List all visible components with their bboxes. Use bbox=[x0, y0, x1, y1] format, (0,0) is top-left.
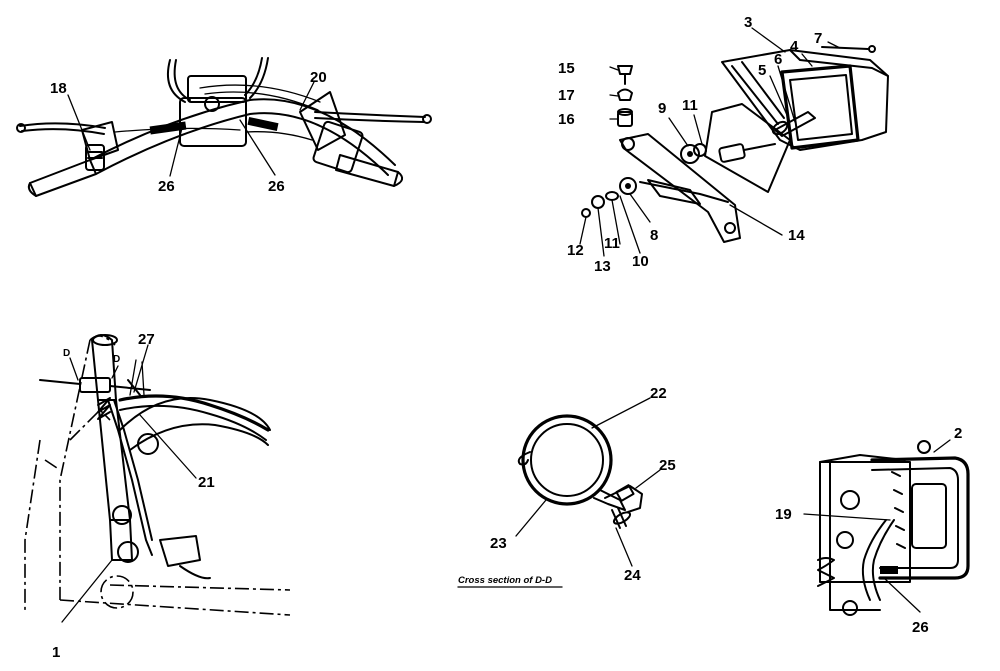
label-6: 6 bbox=[774, 51, 782, 68]
label-24: 24 bbox=[624, 567, 641, 584]
label-1: 1 bbox=[52, 644, 60, 661]
label-4: 4 bbox=[790, 38, 799, 55]
frame-leaders bbox=[61, 344, 197, 623]
label-7: 7 bbox=[814, 30, 822, 47]
label-15: 15 bbox=[558, 60, 575, 77]
label-22: 22 bbox=[650, 385, 667, 402]
label-17: 17 bbox=[558, 87, 575, 104]
label-2: 2 bbox=[954, 425, 962, 442]
handlebar-leaders bbox=[67, 81, 315, 177]
label-23: 23 bbox=[490, 535, 507, 552]
label-12: 12 bbox=[567, 242, 584, 259]
clamp-leaders bbox=[515, 397, 661, 567]
label-26-handlebar-left: 26 bbox=[158, 178, 175, 195]
section-mark-d-left: D bbox=[63, 348, 70, 359]
rear-guard-view bbox=[817, 440, 970, 616]
label-21: 21 bbox=[198, 474, 215, 491]
label-9: 9 bbox=[658, 100, 666, 117]
label-25: 25 bbox=[659, 457, 676, 474]
label-14: 14 bbox=[788, 227, 805, 244]
label-11-lower: 11 bbox=[604, 235, 620, 252]
label-26-handlebar-right: 26 bbox=[268, 178, 285, 195]
section-mark-d-right: D bbox=[113, 354, 120, 365]
label-10: 10 bbox=[632, 253, 649, 270]
label-3: 3 bbox=[744, 14, 752, 31]
label-20: 20 bbox=[310, 69, 327, 86]
frame-routing-view bbox=[24, 334, 291, 616]
label-16: 16 bbox=[558, 111, 575, 128]
taillight-assembly bbox=[581, 45, 889, 243]
label-19: 19 bbox=[775, 506, 792, 523]
label-13: 13 bbox=[594, 258, 611, 275]
rear-guard-leaders bbox=[803, 439, 951, 613]
label-8: 8 bbox=[650, 227, 658, 244]
label-11-upper: 11 bbox=[682, 97, 698, 114]
section-caption: Cross section of D-D bbox=[458, 575, 552, 586]
label-27: 27 bbox=[138, 331, 155, 348]
label-18: 18 bbox=[50, 80, 67, 97]
taillight-leaders bbox=[579, 27, 841, 257]
clamp-cross-section bbox=[517, 414, 643, 529]
label-5: 5 bbox=[758, 62, 766, 79]
label-26-rear: 26 bbox=[912, 619, 929, 636]
handlebar-assembly bbox=[16, 57, 432, 197]
